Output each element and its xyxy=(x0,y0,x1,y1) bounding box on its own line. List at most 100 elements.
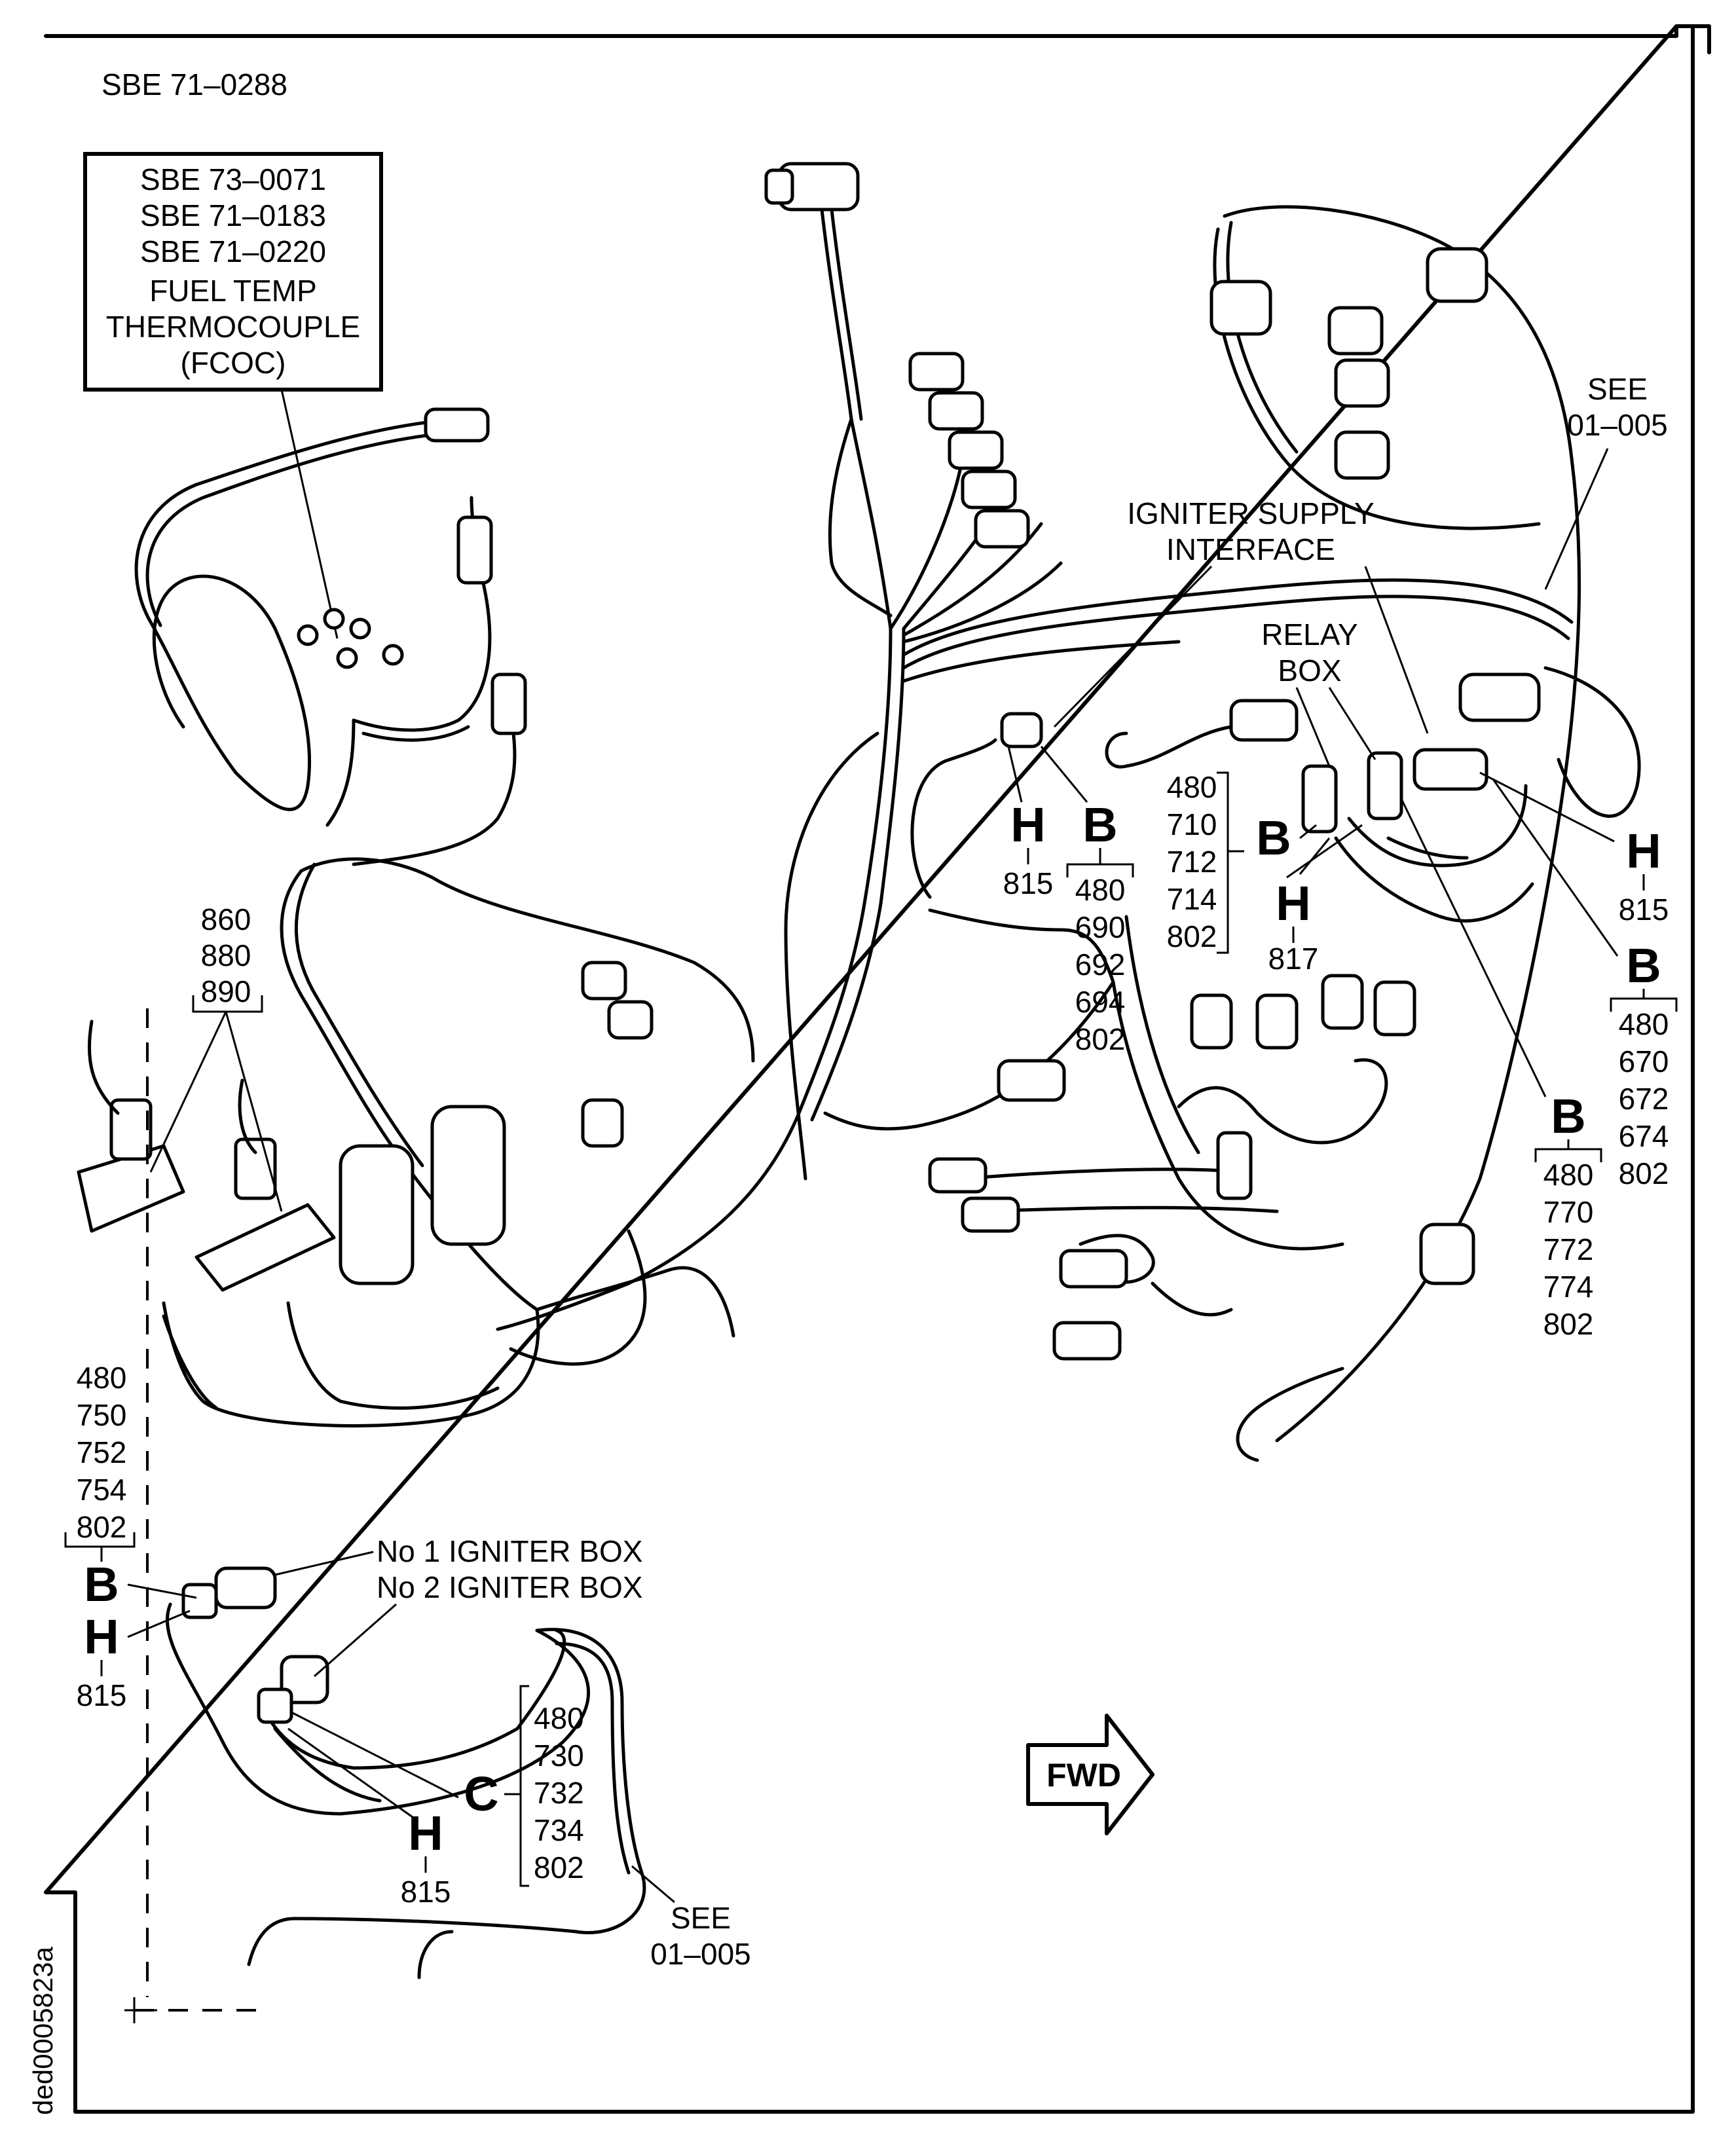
see-label-top: SEE xyxy=(1587,372,1648,406)
corner-mark xyxy=(1678,24,1711,54)
left-h-number: 815 xyxy=(77,1678,127,1712)
relay-h-leader xyxy=(1286,824,1363,943)
svg-text:(FCOC): (FCOC) xyxy=(181,346,286,380)
c-code-5: 802 xyxy=(534,1850,584,1885)
left-code-2: 750 xyxy=(77,1398,127,1432)
right-b-code-3: 672 xyxy=(1619,1082,1669,1116)
svg-text:SBE 73–0071: SBE 73–0071 xyxy=(140,162,326,196)
center-h-letter: H xyxy=(1010,798,1045,852)
center-b-letter: B xyxy=(1082,798,1117,852)
bottom-h-leader xyxy=(287,1727,427,1873)
center-b-code-1: 480 xyxy=(1075,873,1126,907)
center-b-code-4: 694 xyxy=(1075,985,1126,1019)
right-b-code-2: 670 xyxy=(1619,1044,1669,1078)
igniter-box-2-leader xyxy=(314,1603,397,1678)
relay-b-code-5: 802 xyxy=(1167,919,1217,953)
igniter-supply-label: IGNITER SUPPLY xyxy=(1127,496,1374,530)
svg-text:SBE 71–0183: SBE 71–0183 xyxy=(140,198,326,232)
right-h-number: 815 xyxy=(1619,892,1669,927)
connectors xyxy=(181,162,1541,1724)
lower-b-leader xyxy=(1400,798,1547,1097)
lower-b-code-5: 802 xyxy=(1543,1307,1594,1341)
lower-b-bracket xyxy=(1534,1139,1602,1162)
lower-b-code-4: 774 xyxy=(1543,1270,1594,1304)
relay-h-number: 817 xyxy=(1268,942,1319,976)
igniter-plates xyxy=(77,1020,336,1292)
clamp-code-3: 890 xyxy=(201,974,251,1008)
relay-b-bracket xyxy=(1217,771,1244,954)
center-h-number: 815 xyxy=(1003,866,1054,900)
bottom-h-number: 815 xyxy=(401,1875,451,1909)
relay-h-letter: H xyxy=(1276,876,1310,930)
igniter-box-1-leader xyxy=(274,1551,374,1576)
thermocouple-callout: SBE 73–0071 SBE 71–0183 SBE 71–0220 FUEL… xyxy=(83,152,383,392)
clamp-leader xyxy=(149,1011,283,1212)
harness-wires xyxy=(134,205,1641,1979)
c-code-1: 480 xyxy=(534,1701,584,1735)
relay-b-letter: B xyxy=(1256,811,1291,865)
see-ref-bottom: 01–005 xyxy=(650,1937,751,1971)
clamp-code-2: 880 xyxy=(201,938,251,972)
right-h-leader xyxy=(1479,771,1645,891)
center-b-code-5: 802 xyxy=(1075,1022,1126,1056)
reference-cross xyxy=(124,1997,157,2023)
right-b-leader xyxy=(1492,779,1619,957)
reference-dashed-line xyxy=(134,1008,262,2012)
lower-b-code-2: 770 xyxy=(1543,1195,1594,1229)
fwd-arrow: FWD xyxy=(1026,1714,1154,1835)
relay-b-leader xyxy=(1299,824,1317,839)
clamp-code-1: 860 xyxy=(201,902,251,936)
right-b-letter: B xyxy=(1626,938,1661,993)
igniter-box-2-label: No 2 IGNITER BOX xyxy=(377,1570,642,1604)
c-letter: C xyxy=(464,1767,498,1821)
left-bracket xyxy=(64,1532,136,1562)
left-b-letter: B xyxy=(84,1557,119,1611)
relay-b-code-4: 714 xyxy=(1167,882,1217,916)
relay-b-code-1: 480 xyxy=(1167,770,1217,804)
c-code-3: 732 xyxy=(534,1776,584,1810)
c-bracket xyxy=(519,1685,529,1887)
right-b-code-5: 802 xyxy=(1619,1156,1669,1190)
see-label-bottom: SEE xyxy=(671,1901,731,1935)
c-code-2: 730 xyxy=(534,1738,584,1773)
igniter-box-1-label: No 1 IGNITER BOX xyxy=(377,1534,642,1568)
right-h-letter: H xyxy=(1626,824,1661,878)
see-ref-top: 01–005 xyxy=(1567,408,1668,442)
document-id: ded0005823a xyxy=(28,1946,58,2115)
center-h-leader xyxy=(1007,746,1029,864)
right-b-code-1: 480 xyxy=(1619,1007,1669,1041)
left-b-leader xyxy=(127,1583,197,1599)
callout-leader xyxy=(280,389,339,639)
bottom-h-letter: H xyxy=(408,1806,443,1860)
center-b-bracket xyxy=(1066,863,1134,877)
right-b-code-4: 674 xyxy=(1619,1119,1669,1153)
left-code-5: 802 xyxy=(77,1510,127,1544)
c-code-4: 734 xyxy=(534,1813,584,1847)
c-leader xyxy=(291,1711,521,1799)
left-h-letter: H xyxy=(84,1610,119,1664)
relay-box-leader xyxy=(1295,687,1376,767)
relay-box-label: RELAY xyxy=(1261,617,1357,652)
center-b-code-2: 690 xyxy=(1075,910,1126,944)
relay-box-label-2: BOX xyxy=(1278,653,1341,688)
svg-text:THERMOCOUPLE: THERMOCOUPLE xyxy=(106,310,360,344)
sbe-top-label: SBE 71–0288 xyxy=(102,67,287,101)
igniter-supply-leader-2 xyxy=(1364,566,1429,734)
center-b-code-3: 692 xyxy=(1075,947,1126,982)
svg-text:SBE 71–0220: SBE 71–0220 xyxy=(140,234,326,268)
see-leader-top xyxy=(1544,448,1609,590)
lower-b-code-3: 772 xyxy=(1543,1232,1594,1266)
relay-b-code-3: 712 xyxy=(1167,845,1217,879)
right-b-bracket xyxy=(1610,989,1678,1012)
svg-text:FWD: FWD xyxy=(1046,1757,1121,1794)
see-leader-bottom xyxy=(631,1865,675,1904)
clamp-bracket xyxy=(192,995,263,1013)
left-code-1: 480 xyxy=(77,1361,127,1395)
lower-b-letter: B xyxy=(1551,1089,1585,1143)
igniter-supply-label-2: INTERFACE xyxy=(1166,532,1335,566)
left-h-leader xyxy=(127,1610,191,1638)
center-b-leader xyxy=(1040,746,1101,864)
lower-b-code-1: 480 xyxy=(1543,1158,1594,1192)
svg-text:FUEL TEMP: FUEL TEMP xyxy=(149,274,317,308)
